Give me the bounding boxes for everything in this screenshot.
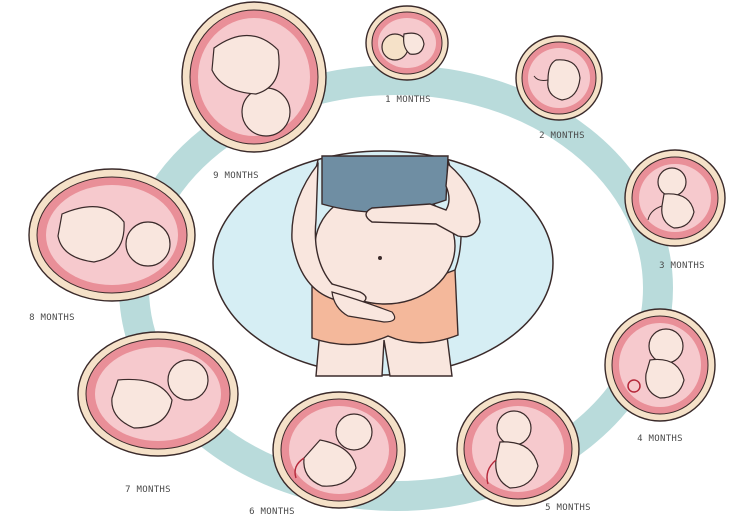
stage-label-6-months: 6 MONTHS xyxy=(249,507,295,517)
embryo-2-months-icon xyxy=(516,36,602,120)
stage-4-months: 4 MONTHS xyxy=(605,309,715,444)
pregnant-woman-icon xyxy=(213,151,553,376)
fetus-5-months-icon xyxy=(457,392,579,506)
stage-label-9-months: 9 MONTHS xyxy=(213,171,259,181)
stage-label-5-months: 5 MONTHS xyxy=(545,503,591,513)
stage-label-2-months: 2 MONTHS xyxy=(539,131,585,141)
stage-8-months: 8 MONTHS xyxy=(29,169,195,323)
fetus-6-months-icon xyxy=(273,392,405,508)
fetus-4-months-icon xyxy=(605,309,715,421)
embryo-1-month-icon xyxy=(366,6,448,80)
stage-label-1-month: 1 MONTHS xyxy=(385,95,431,105)
stage-label-4-months: 4 MONTHS xyxy=(637,434,683,444)
stage-label-3-months: 3 MONTHS xyxy=(659,261,705,271)
fetus-3-months-icon xyxy=(625,150,725,246)
fetus-9-months-icon xyxy=(182,2,326,152)
stage-7-months: 7 MONTHS xyxy=(78,332,238,495)
stage-label-8-months: 8 MONTHS xyxy=(29,313,75,323)
stage-label-7-months: 7 MONTHS xyxy=(125,485,171,495)
fetus-7-months-icon xyxy=(78,332,238,456)
fetus-8-months-icon xyxy=(29,169,195,301)
